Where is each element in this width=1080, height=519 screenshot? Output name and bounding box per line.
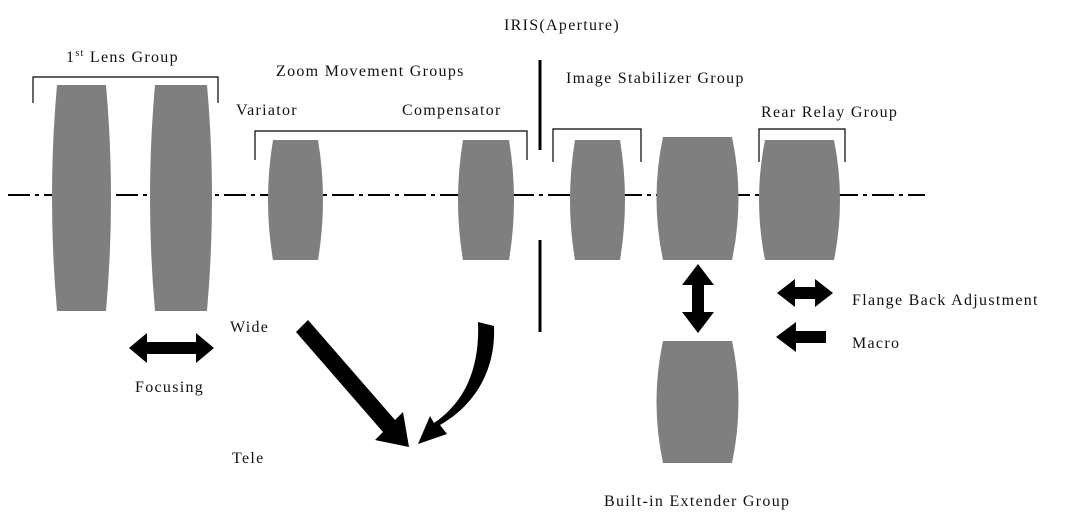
variator-move-arrow [296,320,409,447]
image-stabilizer-bracket [552,128,642,162]
lens-compensator [458,140,514,260]
lens-extender-lower [656,341,739,463]
extender-swap-arrow [682,264,714,333]
focusing-label: Focusing [135,379,204,396]
lens-rear-relay [759,140,840,260]
tele-label: Tele [232,450,265,467]
lens-variator [268,140,323,260]
flange-back-adjustment-label: Flange Back Adjustment [852,292,1039,309]
focusing-arrow [129,333,214,363]
rear-relay-bracket [758,128,846,162]
flange-back-arrow [777,279,833,307]
lens-extender-upper [656,137,739,260]
wide-label: Wide [230,319,269,336]
zoom-movement-groups-label: Zoom Movement Groups [276,63,465,80]
macro-arrow [776,322,826,352]
rear-relay-group-label: Rear Relay Group [761,104,898,121]
image-stabilizer-group-label: Image Stabilizer Group [566,70,745,87]
lens-image-stabilizer [570,140,625,260]
macro-label: Macro [852,335,900,352]
lens-first-2 [150,85,212,311]
variator-label: Variator [236,102,298,119]
zoom-groups-bracket [254,130,528,160]
first-lens-group-label: 1st Lens Group [66,48,179,66]
built-in-extender-group-label: Built-in Extender Group [604,493,790,510]
first-lens-group-bracket [32,76,219,103]
compensator-move-arrow [418,322,495,444]
first-lens-group [52,85,212,311]
compensator-label: Compensator [402,102,502,119]
lens-first-1 [52,85,111,311]
iris-label: IRIS(Aperture) [504,17,620,34]
